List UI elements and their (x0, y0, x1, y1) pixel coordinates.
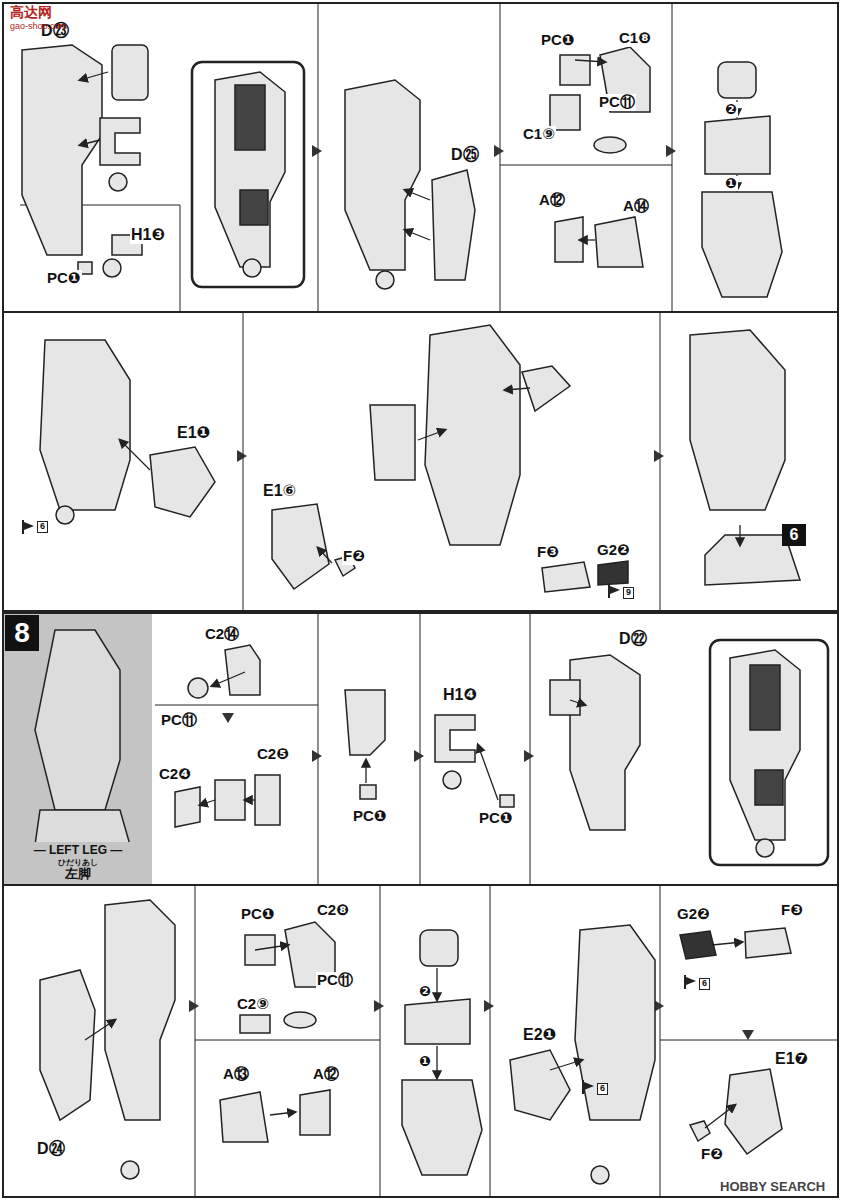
part-number: ❷ (724, 102, 738, 117)
section-band: — LEFT LEG —ひだりあし左脚 (4, 842, 152, 884)
part-number: PC❶ (540, 32, 576, 49)
part-number: A⑫ (312, 1066, 340, 1083)
part-number: ❶ (724, 176, 738, 191)
part-number: E1❶ (176, 424, 211, 442)
part-number: PC❶ (46, 270, 82, 287)
part-number: F❷ (700, 1146, 724, 1163)
part-number: E1❼ (774, 1050, 809, 1068)
watermark: gao-shop.com (10, 22, 67, 32)
part-number: A⑫ (538, 192, 566, 209)
section-title: 左脚 (6, 867, 150, 882)
sticker-number: 6 (37, 521, 48, 533)
part-number: G2❷ (676, 906, 711, 923)
part-number: G2❷ (596, 542, 631, 559)
sticker-number: 6 (699, 978, 710, 990)
part-number: H1❸ (130, 226, 166, 244)
sticker-number: 9 (623, 587, 634, 599)
part-number: A⑬ (222, 1066, 250, 1083)
part-number: D㉕ (450, 146, 480, 164)
part-number: D㉒ (618, 630, 648, 648)
part-number: PC⑪ (316, 972, 354, 989)
part-number: F❸ (780, 902, 804, 919)
part-number: C1⑨ (522, 126, 556, 143)
part-number: PC⑪ (160, 712, 198, 729)
part-number: PC⑪ (598, 94, 636, 111)
part-number: C2❺ (256, 746, 290, 763)
part-number: A⑭ (622, 198, 650, 215)
watermark: HOBBY SEARCH (720, 1180, 825, 1194)
part-number: PC❶ (240, 906, 276, 923)
part-number: C2⑭ (204, 626, 240, 643)
part-number: PC❶ (478, 810, 514, 827)
step-reference-box: 6 (782, 524, 806, 546)
part-number: H1❹ (442, 686, 478, 704)
part-number: F❸ (536, 544, 560, 561)
part-number: ❶ (418, 1054, 432, 1069)
part-number: E2❶ (522, 1026, 557, 1044)
part-number: C2❹ (158, 766, 192, 783)
watermark: 高达网 (10, 5, 52, 20)
section-title: ひだりあし (6, 858, 150, 867)
part-number: D㉔ (36, 1140, 66, 1158)
part-number: F❷ (342, 548, 366, 565)
step-number: 8 (11, 617, 33, 649)
part-number: C2⑨ (236, 996, 270, 1013)
step-badge: 8 (5, 615, 39, 651)
section-title: — LEFT LEG — (6, 844, 150, 858)
sticker-number: 6 (597, 1083, 608, 1095)
part-number: PC❶ (352, 808, 388, 825)
step-number: 6 (788, 526, 800, 544)
part-number: C2❽ (316, 902, 350, 919)
part-number: ❷ (418, 984, 432, 999)
part-number: C1❽ (618, 30, 652, 47)
part-number: E1⑥ (262, 482, 297, 500)
